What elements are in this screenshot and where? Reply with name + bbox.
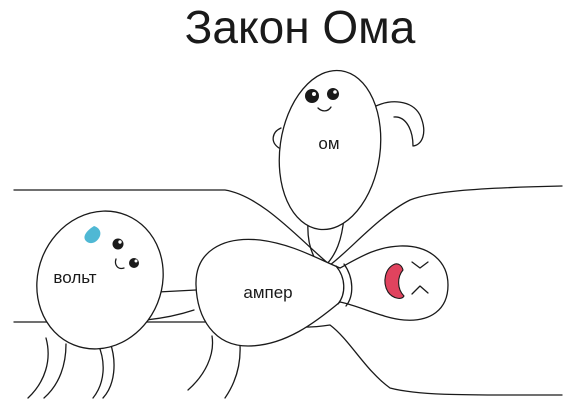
wire-upper-edge [13, 185, 563, 266]
volt-leg-front-1 [92, 343, 104, 399]
sweat-drop-icon [84, 226, 101, 244]
volt-leg-front-2 [102, 341, 115, 399]
ohm-smile [317, 106, 332, 112]
ampere-label: ампер [243, 283, 292, 302]
ohm-eye-left-shine [312, 92, 316, 96]
volt-mouth [114, 258, 125, 270]
ohm-eye-right-shine [333, 90, 337, 94]
ohm-arm [371, 101, 425, 147]
ampere-eye-upper [411, 261, 429, 269]
volt-arm-lower [145, 309, 195, 321]
volt-eye-right [129, 258, 139, 268]
ohm-body [278, 69, 382, 231]
volt-body [36, 210, 164, 350]
ohm-label: ом [318, 134, 339, 153]
volt-leg-back-2 [43, 343, 67, 399]
volt-arm-upper [157, 289, 197, 293]
ampere-neck-ring-2 [343, 263, 353, 307]
ohm-eye-right [327, 88, 339, 100]
ampere-body [195, 238, 449, 347]
page-title: Закон Ома [185, 1, 416, 53]
volt-leg-back-1 [27, 337, 49, 399]
volt-eye-right-shine [134, 259, 138, 263]
ampere-leg-1 [187, 335, 214, 391]
ohm-eye-left [305, 89, 319, 103]
ampere-neck-ring-1 [335, 265, 345, 305]
ampere-leg-2 [224, 344, 241, 399]
ampere-eye-lower [411, 285, 429, 295]
crying-mouth-icon [384, 263, 405, 299]
volt-eye-left [112, 238, 124, 250]
volt-eye-left-shine [118, 240, 122, 244]
volt-label: вольт [53, 268, 96, 287]
